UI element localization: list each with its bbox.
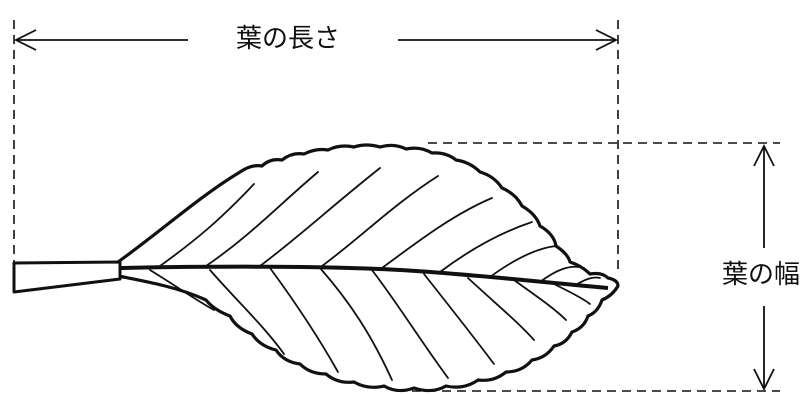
leaf-length-label: 葉の長さ	[232, 26, 345, 52]
leaf-petiole	[12, 260, 122, 294]
width-dimension-arrow	[753, 143, 775, 392]
leaf-veins-lower	[149, 267, 591, 381]
leaf-width-label: 葉の幅	[718, 262, 805, 288]
length-dimension-arrow	[13, 29, 619, 51]
leaf-veins-upper	[159, 167, 601, 287]
